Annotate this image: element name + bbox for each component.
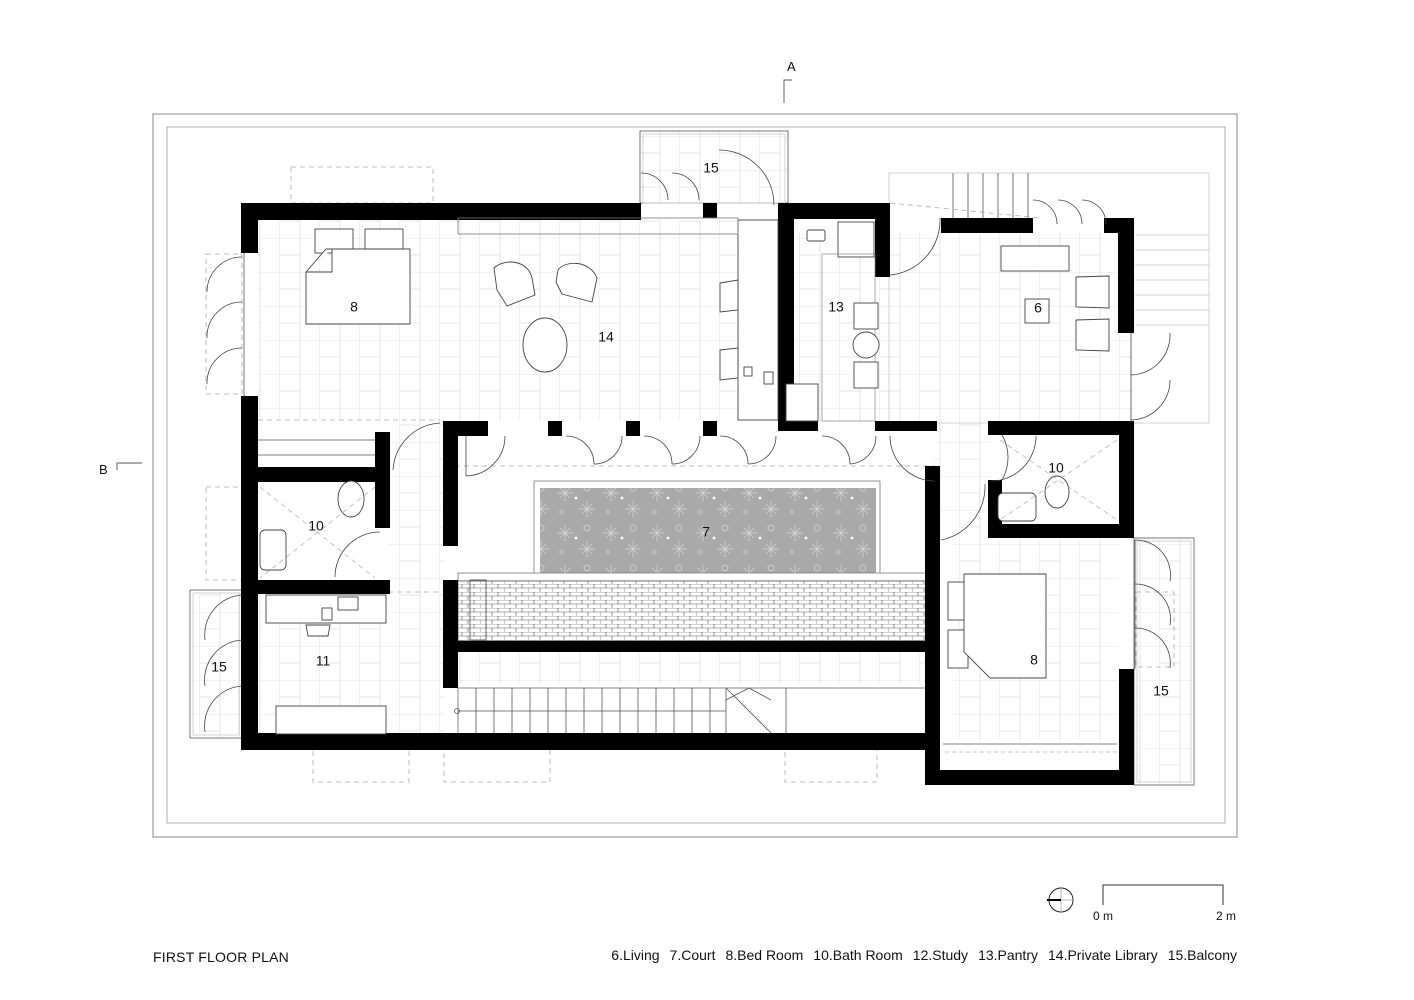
section-mark-b: B xyxy=(99,462,142,477)
legend-item: 10.Bath Room xyxy=(813,947,903,963)
scale-bar: 0 m 2 m xyxy=(1093,884,1236,923)
drawing-title: FIRST FLOOR PLAN xyxy=(153,949,289,965)
doors xyxy=(204,149,1171,733)
legend-item: 7.Court xyxy=(669,947,716,963)
room-label-study: 11 xyxy=(316,653,331,669)
room-label-library: 14 xyxy=(598,329,614,345)
room-label-bath-w: 10 xyxy=(308,518,324,534)
room-labels: 8 14 15 13 6 10 7 10 11 15 8 15 xyxy=(211,160,1169,699)
room-label-balcony-east: 15 xyxy=(1153,683,1169,699)
legend-item: 6.Living xyxy=(611,947,660,963)
brick-paving xyxy=(457,572,929,642)
section-mark-a: A xyxy=(783,59,796,103)
scale-start-label: 0 m xyxy=(1093,909,1113,923)
balcony-east xyxy=(1133,537,1195,786)
room-legend: 6.Living 7.Court 8.Bed Room 10.Bath Room… xyxy=(611,947,1237,963)
room-label-pantry: 13 xyxy=(828,299,844,315)
legend-item: 8.Bed Room xyxy=(725,947,804,963)
svg-text:A: A xyxy=(787,59,796,74)
legend-item: 12.Study xyxy=(912,947,969,963)
stair-south xyxy=(454,687,929,735)
legend-item: 15.Balcony xyxy=(1167,947,1237,963)
room-label-balcony-west: 15 xyxy=(211,659,227,675)
legend-item: 13.Pantry xyxy=(978,947,1038,963)
room-label-bath-ne: 10 xyxy=(1048,460,1064,476)
walls xyxy=(241,203,1134,785)
svg-text:B: B xyxy=(99,462,108,477)
room-label-court: 7 xyxy=(702,524,710,540)
site-boundary xyxy=(152,113,1238,838)
room-label-living: 6 xyxy=(1034,300,1042,316)
room-label-bedroom-nw: 8 xyxy=(350,299,358,315)
room-label-balcony-north: 15 xyxy=(703,160,719,176)
north-arrow-icon xyxy=(1047,887,1074,913)
court-void xyxy=(533,480,881,575)
room-label-bedroom-se: 8 xyxy=(1030,652,1038,668)
furniture xyxy=(258,217,1118,753)
floor-tiling xyxy=(193,131,1192,784)
scale-end-label: 2 m xyxy=(1216,909,1236,923)
legend-item: 14.Private Library xyxy=(1048,947,1158,963)
